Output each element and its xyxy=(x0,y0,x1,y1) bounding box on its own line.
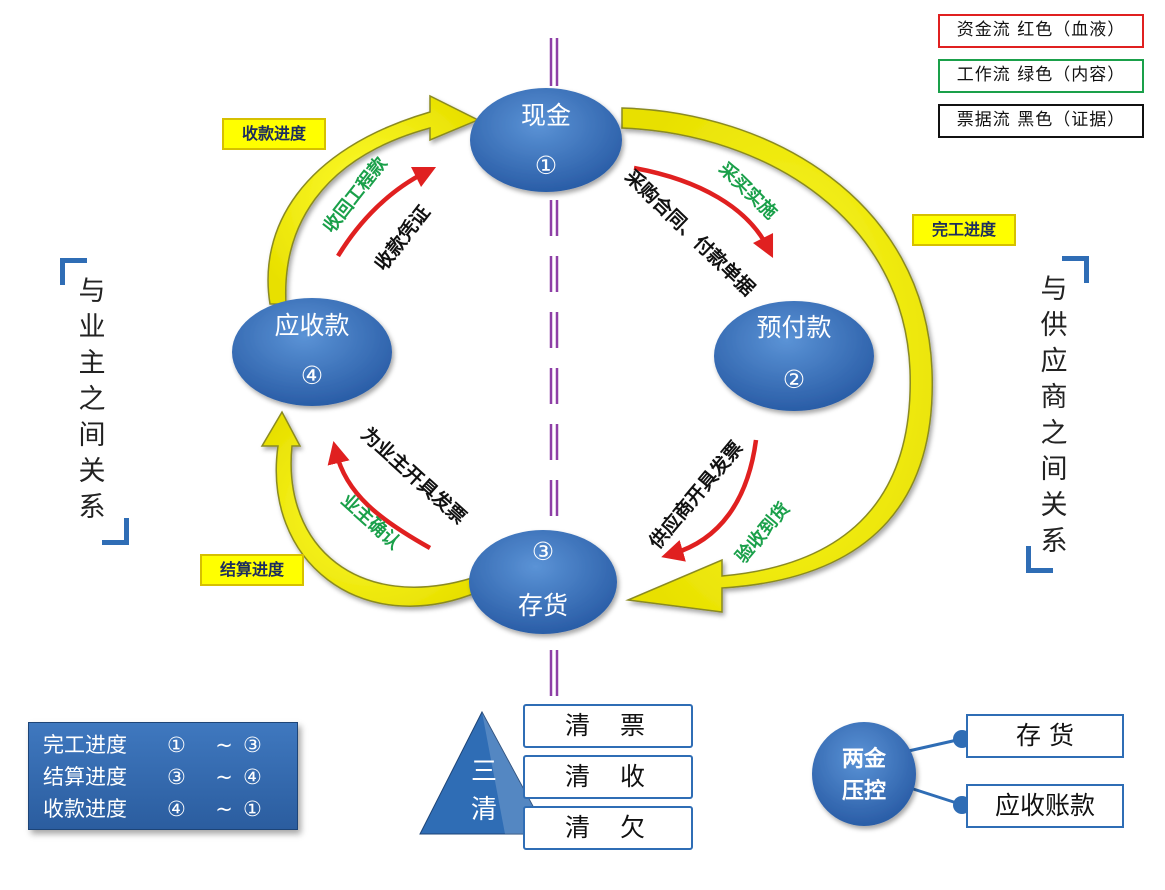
node-receivable-label: 应收款 xyxy=(274,311,349,340)
node-receivable[interactable]: 应收款 ④ xyxy=(232,298,392,406)
three-clear-triangle: 三 清 xyxy=(419,710,549,835)
node-cash-number: ① xyxy=(535,151,557,180)
three-clear-title-bottom: 清 xyxy=(471,795,497,825)
clear-debt-box: 清欠 xyxy=(523,806,693,850)
left-bracket-top xyxy=(60,258,87,285)
two-gold-control: 两金 压控 xyxy=(812,722,971,826)
red-arrow-collect xyxy=(336,166,437,258)
label-supplier-invoice: 供应商开具发票 xyxy=(644,437,748,554)
red-arrow-owner xyxy=(327,441,432,550)
node-prepay-label: 预付款 xyxy=(756,313,831,342)
left-bracket-bottom xyxy=(102,518,129,545)
node-inventory-number: ③ xyxy=(532,537,554,566)
tag-completion-progress: 完工进度 xyxy=(912,214,1016,246)
label-receive-goods: 验收到货 xyxy=(731,498,794,567)
supplier-relationship-text: 与供应商之间关系 xyxy=(1040,274,1068,557)
center-divider xyxy=(549,38,559,696)
owner-relationship-text: 与业主之间关系 xyxy=(78,276,106,523)
clear-collection-box: 清收 xyxy=(523,755,693,799)
right-bracket-bottom xyxy=(1026,546,1053,573)
tag-collection-progress: 收款进度 xyxy=(222,118,326,150)
legend-work-flow: 工作流 绿色（内容） xyxy=(938,59,1144,93)
control-receivable-box: 应收账款 xyxy=(966,784,1124,828)
label-owner-confirm: 业主确认 xyxy=(337,489,406,554)
red-arrow-procure xyxy=(633,165,774,259)
control-inventory-box: 存 货 xyxy=(966,714,1124,758)
completion-flow-arrow xyxy=(621,107,933,613)
node-cash-label: 现金 xyxy=(521,101,571,130)
red-arrow-supplier xyxy=(661,439,759,562)
label-procure-impl: 采买实施 xyxy=(714,157,782,224)
node-receivable-number: ④ xyxy=(301,361,323,390)
node-inventory-label: 存货 xyxy=(518,591,568,620)
legend-money-flow: 资金流 红色（血液） xyxy=(938,14,1144,48)
settlement-flow-arrow xyxy=(260,410,479,607)
label-receipt-voucher: 收款凭证 xyxy=(370,201,435,275)
clear-invoice-box: 清票 xyxy=(523,704,693,748)
two-gold-title-bottom: 压控 xyxy=(842,778,886,804)
node-inventory[interactable]: ③ 存货 xyxy=(469,530,617,634)
three-clear-title-top: 三 xyxy=(471,757,497,787)
node-cash[interactable]: 现金 ① xyxy=(470,88,622,192)
node-prepay-number: ② xyxy=(783,365,805,394)
legend-document-flow: 票据流 黑色（证据） xyxy=(938,104,1144,138)
right-bracket-top xyxy=(1062,256,1089,283)
node-prepay[interactable]: 预付款 ② xyxy=(714,301,874,411)
two-gold-title-top: 两金 xyxy=(842,746,887,772)
tag-settlement-progress: 结算进度 xyxy=(200,554,304,586)
